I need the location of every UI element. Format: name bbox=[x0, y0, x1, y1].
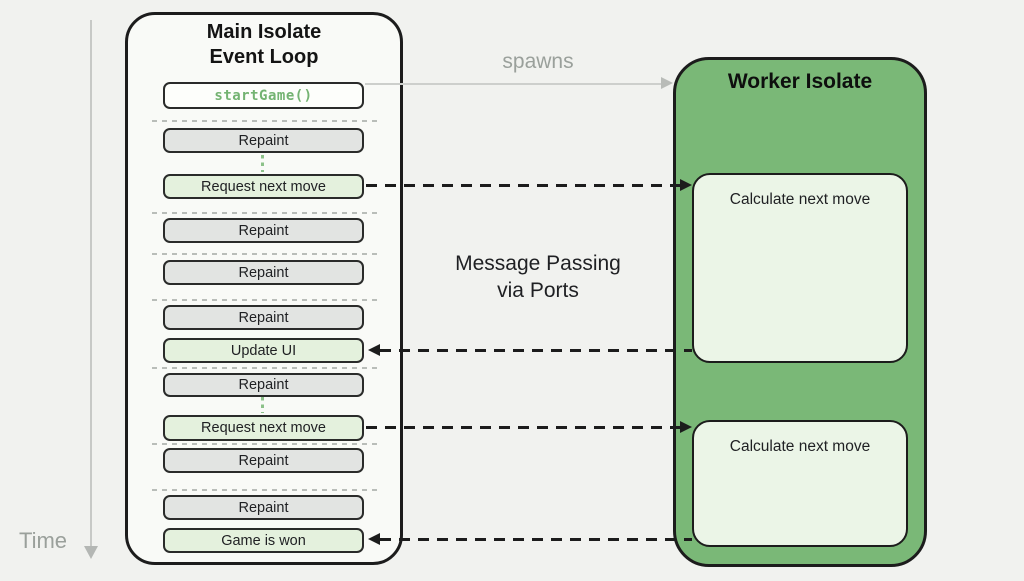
event-box-repaint-2: Repaint bbox=[163, 218, 364, 243]
event-box-startgame: startGame() bbox=[163, 82, 364, 109]
event-box-request-move-2: Request next move bbox=[163, 415, 364, 441]
message-passing-line1: Message Passing bbox=[455, 252, 621, 275]
message-arrow-request-1 bbox=[366, 184, 680, 187]
event-loop-connector bbox=[261, 397, 264, 413]
worker-task-label: Calculate next move bbox=[729, 191, 871, 208]
worker-task-calculate-2: Calculate next move bbox=[692, 420, 908, 547]
event-box-repaint-5: Repaint bbox=[163, 373, 364, 397]
message-arrow-game-won bbox=[380, 538, 692, 541]
event-loop-separator bbox=[152, 299, 377, 301]
time-axis-arrowhead-icon bbox=[84, 546, 98, 559]
main-isolate-title: Main Isolate Event Loop bbox=[125, 20, 403, 70]
event-loop-separator bbox=[152, 489, 377, 491]
main-isolate-title-line1: Main Isolate bbox=[206, 21, 322, 43]
event-loop-separator bbox=[152, 367, 377, 369]
worker-isolate-title: Worker Isolate bbox=[727, 70, 873, 93]
event-box-request-move-1: Request next move bbox=[163, 174, 364, 199]
event-box-repaint-6: Repaint bbox=[163, 448, 364, 473]
event-loop-separator bbox=[152, 443, 377, 445]
spawns-arrow-line bbox=[365, 83, 662, 85]
event-loop-separator bbox=[152, 120, 377, 122]
message-arrowhead-left-icon bbox=[368, 344, 380, 356]
event-loop-separator bbox=[152, 253, 377, 255]
message-arrowhead-right-icon bbox=[680, 179, 692, 191]
time-axis-line bbox=[90, 20, 92, 548]
spawns-arrowhead-icon bbox=[661, 77, 673, 89]
event-box-game-won: Game is won bbox=[163, 528, 364, 553]
main-isolate-title-line2: Event Loop bbox=[209, 46, 319, 68]
event-box-repaint-3: Repaint bbox=[163, 260, 364, 285]
worker-task-calculate-1: Calculate next move bbox=[692, 173, 908, 363]
message-arrow-request-2 bbox=[366, 426, 680, 429]
event-box-update-ui: Update UI bbox=[163, 338, 364, 363]
message-arrowhead-right-icon bbox=[680, 421, 692, 433]
message-passing-line2: via Ports bbox=[497, 279, 579, 302]
spawns-label: spawns bbox=[502, 50, 574, 73]
event-box-repaint-1: Repaint bbox=[163, 128, 364, 153]
time-axis-label: Time bbox=[18, 528, 68, 553]
message-arrowhead-left-icon bbox=[368, 533, 380, 545]
event-loop-connector bbox=[261, 155, 264, 172]
message-passing-label: Message Passing via Ports bbox=[418, 250, 658, 304]
event-box-repaint-4: Repaint bbox=[163, 305, 364, 330]
event-loop-separator bbox=[152, 212, 377, 214]
message-arrow-update-ui bbox=[380, 349, 692, 352]
worker-task-label: Calculate next move bbox=[729, 438, 871, 455]
event-box-repaint-7: Repaint bbox=[163, 495, 364, 520]
